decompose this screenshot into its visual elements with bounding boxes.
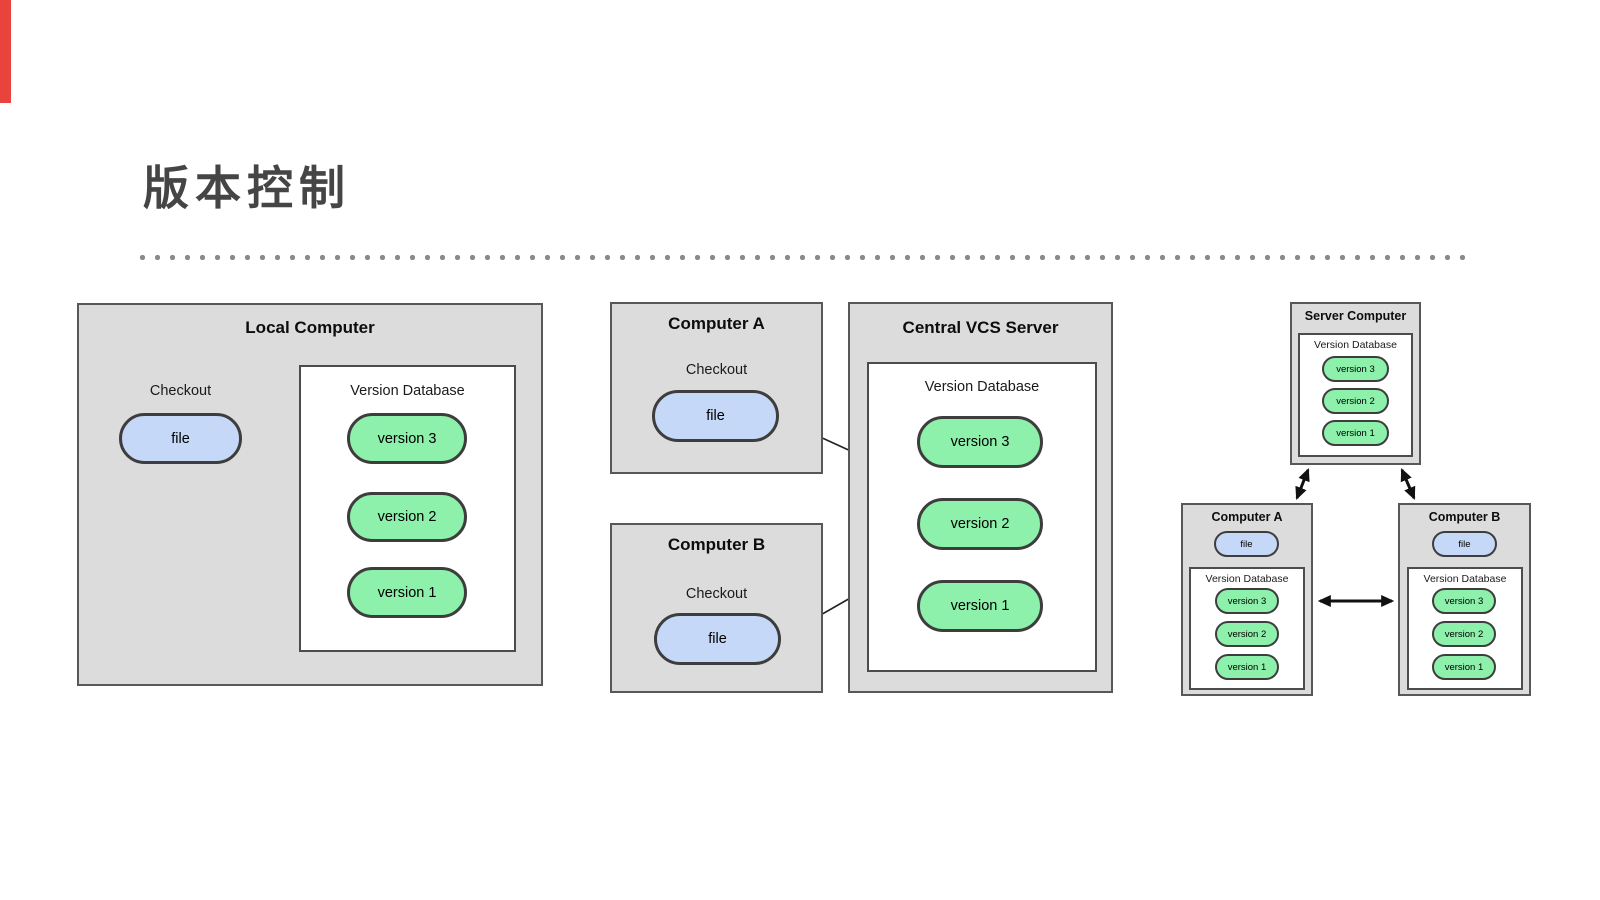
dist-server-version2-pill: version 2 [1322, 388, 1389, 414]
dist-computer-a-file-pill: file [1214, 531, 1279, 557]
page-title: 版本控制 [143, 161, 351, 215]
server-computer-b-sync-arrow [1400, 468, 1416, 500]
accent-bar [0, 0, 11, 103]
dist-computer-b-title: Computer B [1428, 510, 1501, 524]
central-version-db-title: Version Database [924, 379, 1040, 395]
local-version-db-title: Version Database [350, 383, 465, 399]
central-computer-b-title: Computer B [667, 535, 766, 554]
local-version1-pill: version 1 [347, 567, 467, 618]
dist-computer-b-db-title: Version Database [1423, 573, 1507, 585]
dist-server-version1-pill: version 1 [1322, 420, 1389, 446]
central-computer-a-file-pill: file [652, 390, 779, 442]
dist-computer-b-version1-pill: version 1 [1432, 654, 1496, 680]
dist-computer-a-db-title: Version Database [1205, 573, 1289, 585]
local-version2-pill: version 2 [347, 492, 467, 542]
dist-computer-a-version2-pill: version 2 [1215, 621, 1279, 647]
central-version2-pill: version 2 [917, 498, 1043, 550]
dist-computer-b-version2-pill: version 2 [1432, 621, 1496, 647]
local-checkout-label: Checkout [149, 383, 212, 399]
central-computer-a-box [610, 302, 823, 474]
dist-server-db-title: Version Database [1314, 339, 1397, 351]
local-version3-pill: version 3 [347, 413, 467, 464]
central-vcs-server-title: Central VCS Server [902, 318, 1059, 337]
central-version3-pill: version 3 [917, 416, 1043, 468]
dist-computer-a-version3-pill: version 3 [1215, 588, 1279, 614]
dist-computer-a-title: Computer A [1211, 510, 1283, 524]
dist-computer-a-version1-pill: version 1 [1215, 654, 1279, 680]
central-computer-b-file-pill: file [654, 613, 781, 665]
dotted-separator [135, 254, 1465, 261]
central-computer-b-checkout-label: Checkout [685, 586, 748, 602]
server-computer-a-sync-arrow [1295, 467, 1310, 501]
local-computer-title: Local Computer [245, 318, 375, 337]
central-version1-pill: version 1 [917, 580, 1043, 632]
dist-computer-b-file-pill: file [1432, 531, 1497, 557]
dist-server-version3-pill: version 3 [1322, 356, 1389, 382]
dist-computer-b-version3-pill: version 3 [1432, 588, 1496, 614]
central-computer-a-checkout-label: Checkout [685, 362, 748, 378]
dist-server-title: Server Computer [1304, 309, 1407, 323]
central-computer-a-title: Computer A [668, 314, 765, 333]
local-file-pill: file [119, 413, 242, 464]
dist-server-db-box [1298, 333, 1413, 457]
